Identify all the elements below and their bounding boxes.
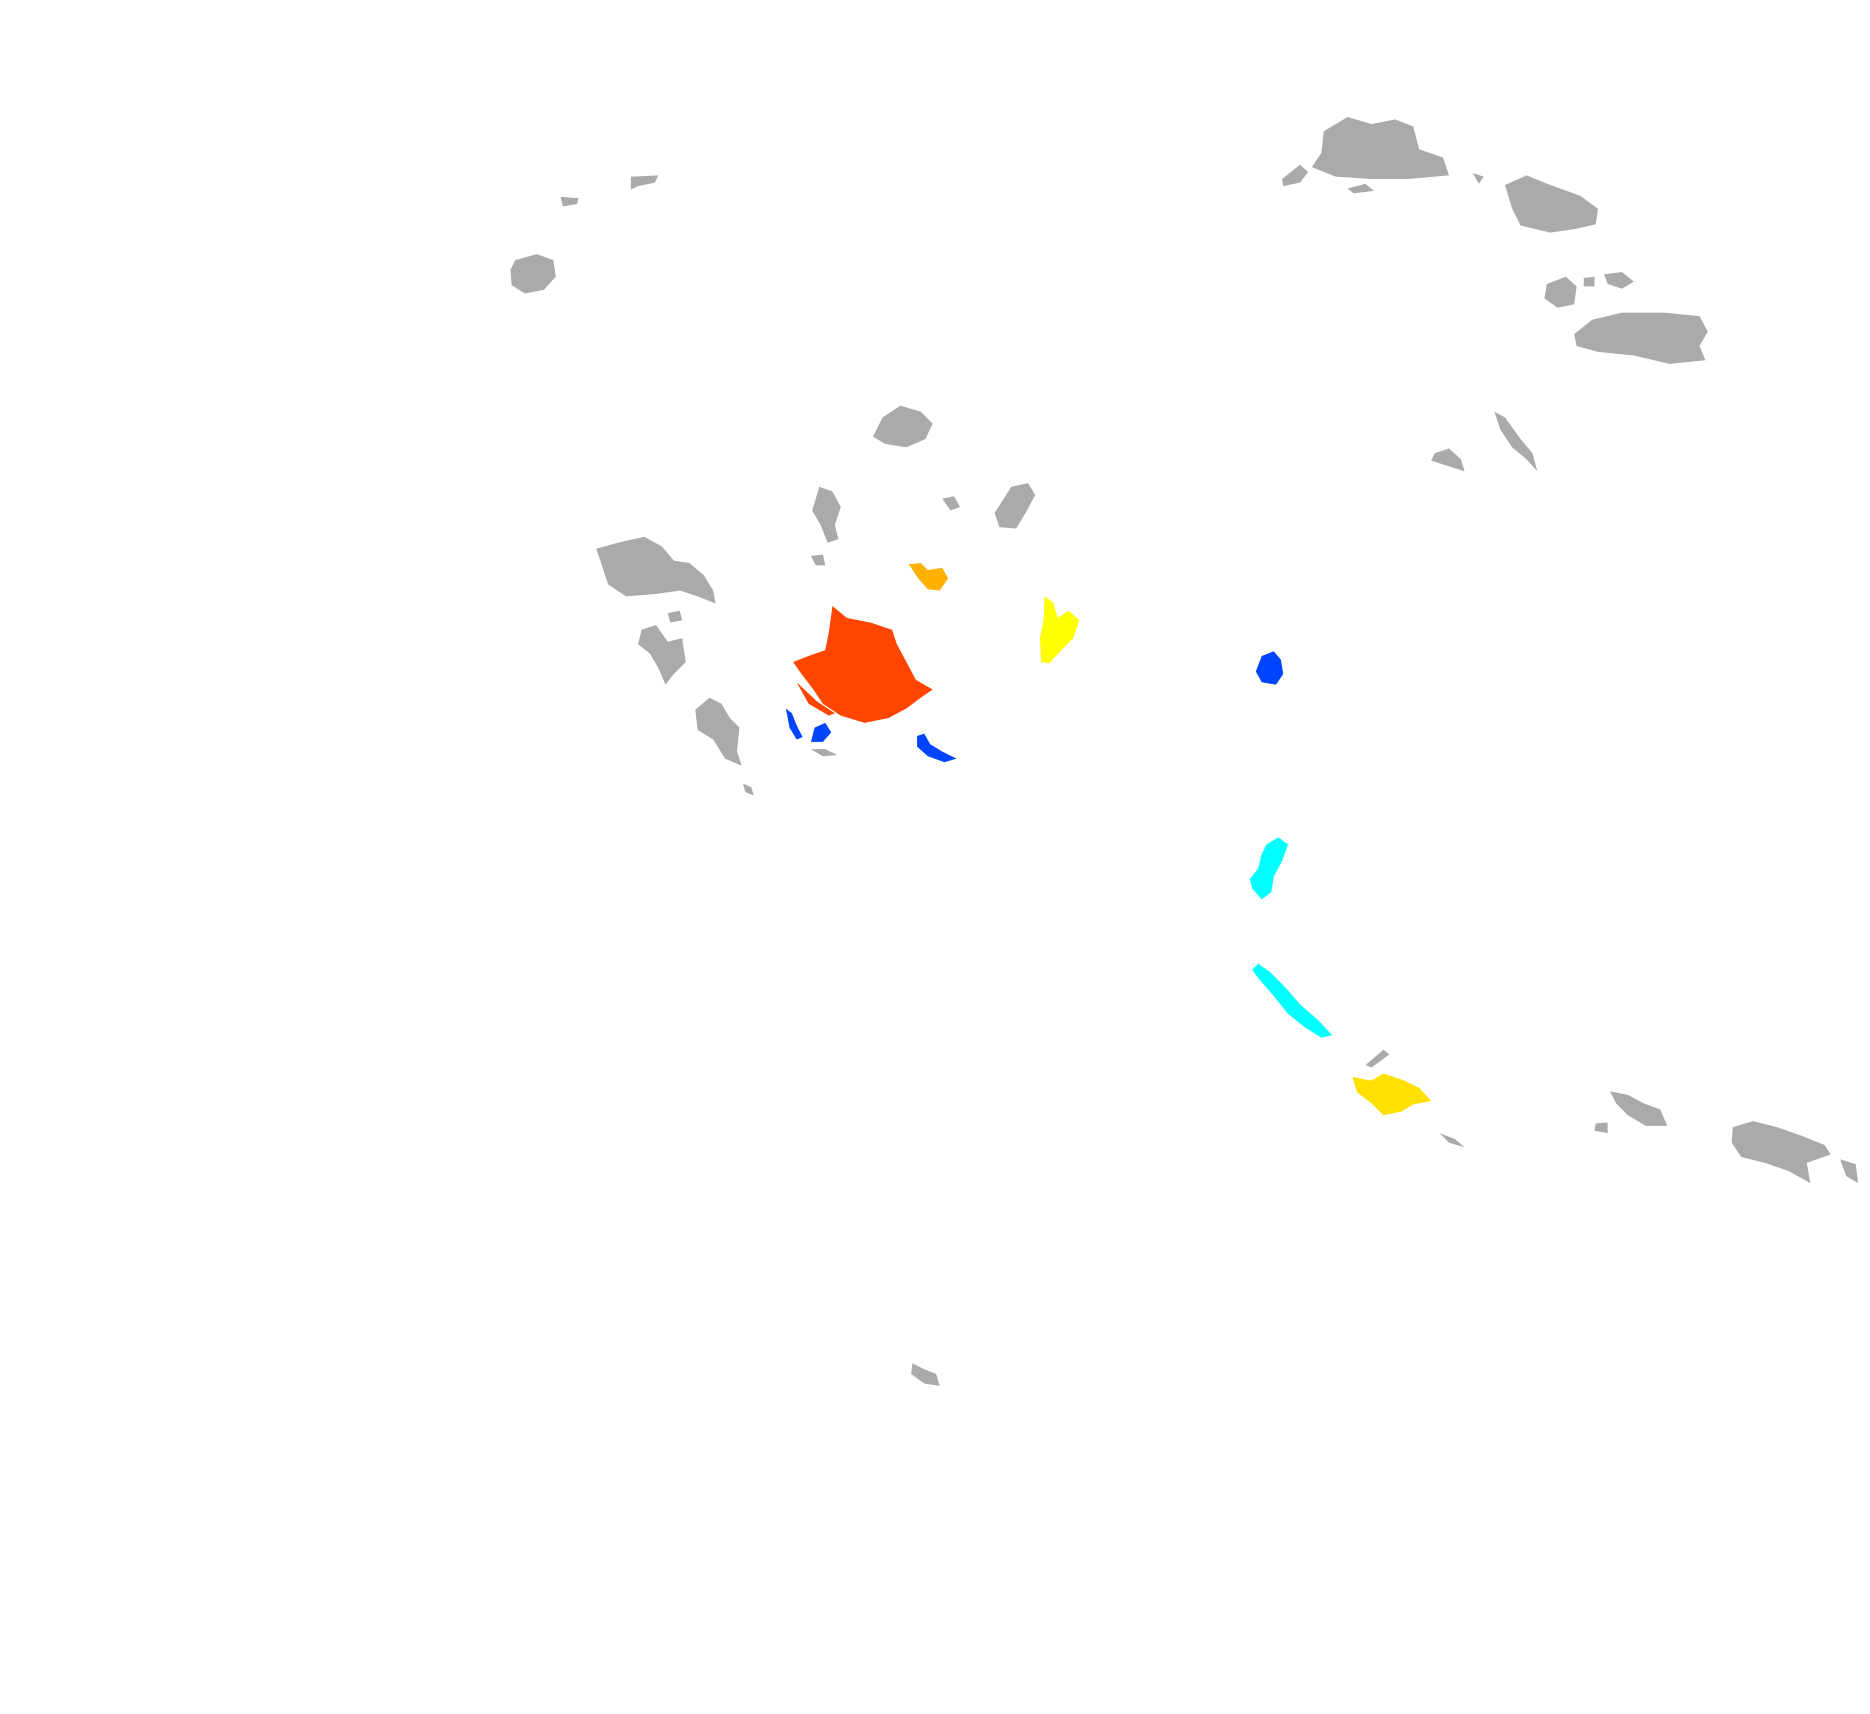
region-blue-sw-a[interactable]	[785, 708, 803, 740]
island-c-b	[812, 486, 841, 543]
island-nw-small-2	[630, 175, 659, 190]
region-blue-east[interactable]	[1255, 651, 1284, 685]
region-red-main[interactable]	[793, 605, 933, 723]
island-w-tiny	[667, 610, 683, 623]
island-e-b	[1431, 448, 1465, 472]
island-s-tiny	[810, 749, 838, 757]
island-se-b	[1439, 1133, 1465, 1148]
island-se-c	[1731, 1121, 1831, 1184]
island-ne-e	[1574, 312, 1708, 364]
region-gold[interactable]	[1352, 1073, 1432, 1116]
highlighted-regions	[785, 563, 1432, 1116]
island-ne-small-b	[1347, 183, 1374, 194]
island-ne-large	[1311, 116, 1450, 180]
island-w-cluster	[638, 625, 686, 685]
island-ne-c	[1544, 276, 1577, 308]
island-c-a	[872, 405, 933, 448]
island-e-a	[1494, 411, 1538, 472]
island-ne-small-a	[1282, 164, 1309, 187]
island-nw-small	[560, 196, 579, 207]
region-orange[interactable]	[908, 563, 949, 591]
island-w-large	[596, 536, 716, 604]
island-s-far	[911, 1363, 940, 1386]
island-ne-b	[1505, 175, 1599, 233]
island-c-tiny-2	[810, 554, 826, 566]
island-nw-round	[510, 254, 556, 294]
region-blue-s[interactable]	[917, 733, 957, 763]
island-se-a	[1610, 1091, 1668, 1126]
region-cyan-a[interactable]	[1249, 837, 1289, 900]
region-cyan-b[interactable]	[1252, 963, 1333, 1038]
island-sw-tiny	[742, 783, 754, 796]
land-islands	[510, 116, 1859, 1386]
island-se-small	[1365, 1049, 1390, 1068]
island-se-edge	[1840, 1159, 1859, 1184]
region-yellow[interactable]	[1039, 596, 1080, 664]
island-c-c	[994, 483, 1036, 529]
region-red-sliver[interactable]	[796, 682, 835, 716]
island-ne-tiny	[1472, 173, 1484, 184]
island-ne-d	[1604, 272, 1634, 289]
island-c-tiny	[942, 496, 961, 511]
island-ne-tiny-2	[1583, 276, 1595, 287]
island-se-tiny	[1594, 1122, 1608, 1134]
region-blue-sw-b[interactable]	[810, 722, 832, 742]
island-sw-a	[695, 697, 742, 766]
